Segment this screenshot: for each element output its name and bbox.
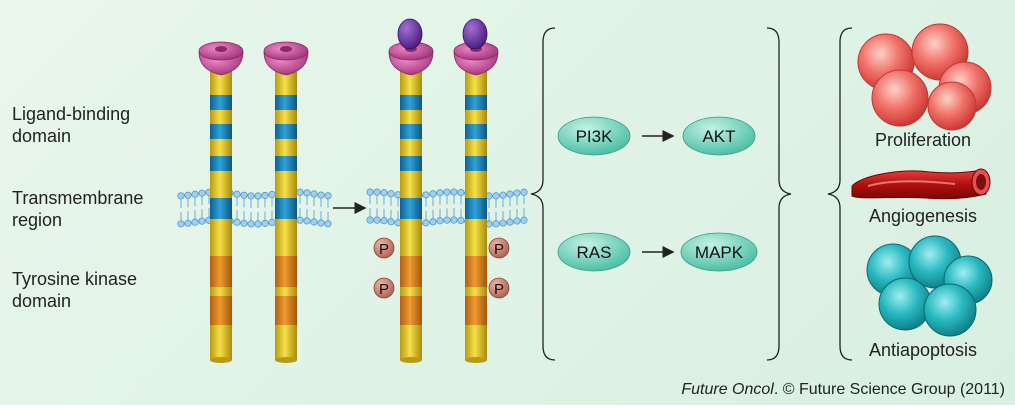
node-mapk: MAPK [680,232,758,272]
ligand-binding-cap [198,41,244,76]
antiapoptosis-cells-image [866,235,993,337]
node-mapk-label: MAPK [695,243,744,262]
tyrosine-kinase-line-2: domain [12,291,72,311]
membrane-bilayer-active [366,188,528,228]
node-pi3k: PI3K [557,116,631,156]
phosphate-group: P P P P [373,237,510,299]
credit-rest: . © Future Science Group (2011) [773,381,1005,398]
node-akt: AKT [682,116,756,156]
ligand-binding-line-1: Ligand-binding [12,104,131,124]
figure-credit: Future Oncol. © Future Science Group (20… [681,381,1005,399]
angiogenesis-vessel-image [851,168,991,200]
membrane-bilayer-inactive [177,188,332,228]
pathway-brace-left [530,27,556,361]
pathway-brace-right [766,27,792,361]
receptor-active-2 [453,18,499,363]
phosphate-right-lower: P [488,277,510,299]
receptor-inactive-2 [263,41,309,363]
phosphate-right-upper: P [488,237,510,259]
transmembrane-label: Transmembrane region [12,187,143,231]
ligand-molecule [462,18,488,50]
phosphate-left-lower: P [373,277,395,299]
tyrosine-kinase-line-1: Tyrosine kinase [12,269,138,289]
transmembrane-line-1: Transmembrane [12,188,144,208]
outcome-angiogenesis-label: Angiogenesis [869,206,977,226]
outcome-proliferation-label: Proliferation [875,130,971,150]
phosphate-label: P [379,281,389,298]
node-akt-label: AKT [702,127,735,146]
ligand-molecule [397,18,423,50]
phosphate-label: P [494,281,504,298]
credit-journal: Future Oncol [681,381,774,398]
proliferation-cells-image [857,23,992,131]
ligand-binding-cap [388,41,434,76]
outcome-antiapoptosis-label: Antiapoptosis [869,340,977,360]
ligand-binding-cap [263,41,309,76]
phosphate-label: P [379,241,389,258]
receptor-group [198,18,499,363]
ligand-binding-line-2: domain [12,126,72,146]
tyrosine-kinase-label: Tyrosine kinase domain [12,268,137,312]
receptor-active-1 [388,18,434,363]
ligand-binding-label: Ligand-binding domain [12,103,130,147]
phosphate-left-upper: P [373,237,395,259]
node-pi3k-label: PI3K [576,127,614,146]
node-ras: RAS [557,232,631,272]
node-ras-label: RAS [577,243,612,262]
transmembrane-line-2: region [12,210,63,230]
receptor-inactive-1 [198,41,244,363]
outcomes-brace [827,27,853,361]
phosphate-label: P [494,241,504,258]
